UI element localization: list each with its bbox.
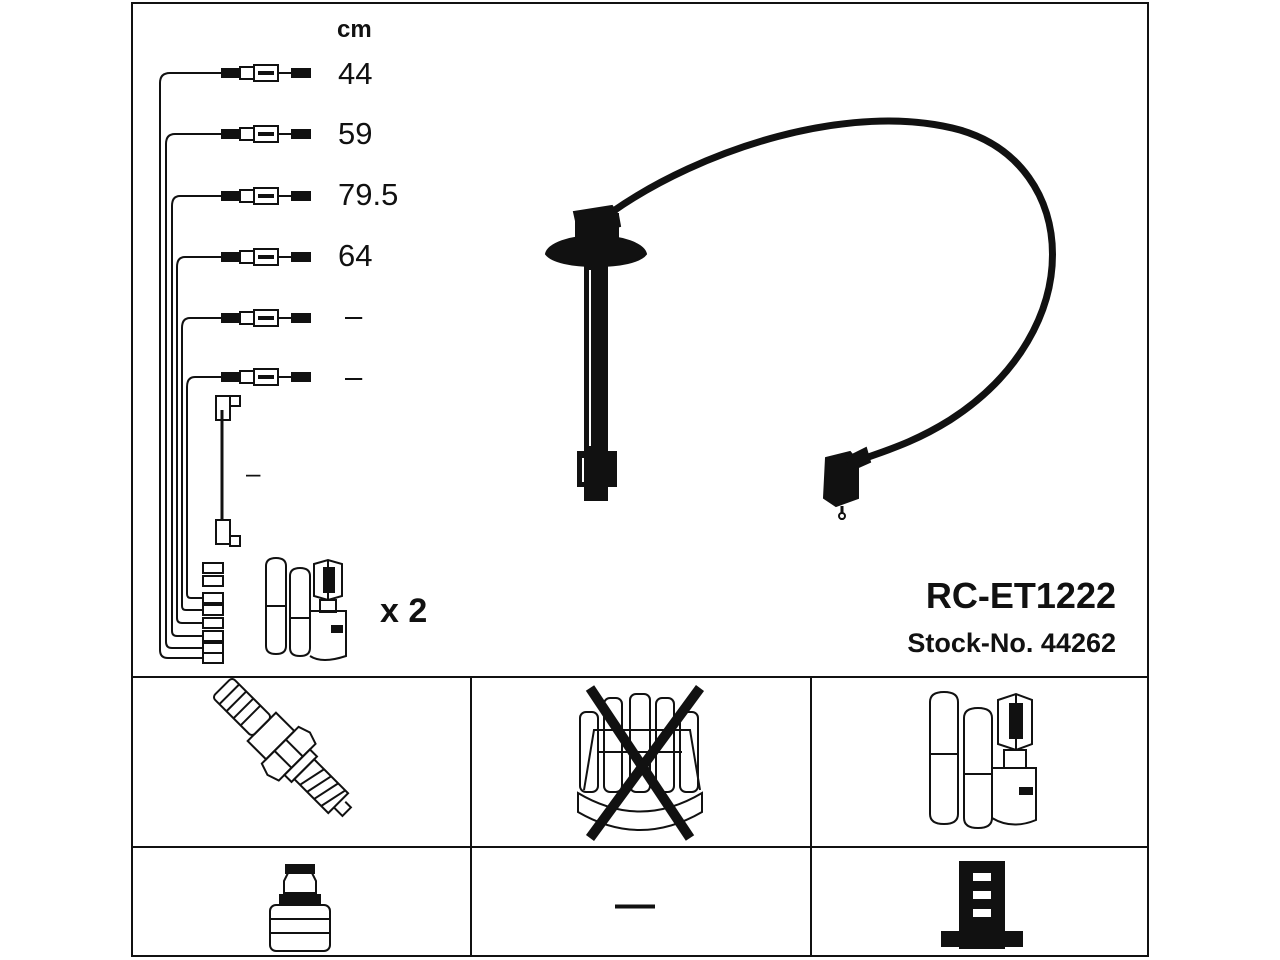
coil-connector-icon (941, 861, 1023, 949)
top-panel-divider (131, 676, 1149, 678)
cable-length-6: – (345, 359, 363, 394)
part-number: RC-ET1222 (925, 575, 1116, 616)
distributor-cap-crossed-icon (577, 685, 705, 841)
ignition-lead-empty-mark: — (615, 882, 655, 926)
coil-terminal-plugs (202, 562, 224, 664)
grid-col-divider-2 (810, 676, 812, 957)
spark-plug-boot-cable (544, 117, 1056, 520)
short-ignition-lead (215, 395, 241, 547)
cable-connectors (221, 64, 311, 386)
length-unit-label: cm (337, 16, 372, 43)
plug-connector-icon (269, 864, 331, 952)
cable-length-5: – (345, 298, 363, 333)
spark-plug-icon (212, 677, 353, 818)
ignition-coil-icon (929, 690, 1037, 830)
grid-row-divider (131, 846, 1149, 848)
grid-col-divider-1 (470, 676, 472, 957)
ignition-lead-length: – (246, 458, 261, 488)
coil-quantity: x 2 (380, 592, 428, 630)
stock-number: Stock-No. 44262 (907, 628, 1116, 658)
cable-length-1: 44 (338, 56, 373, 91)
cable-length-4: 64 (338, 238, 373, 273)
cable-length-2: 59 (338, 116, 373, 151)
cable-routing-lines (159, 72, 224, 659)
cable-length-3: 79.5 (338, 177, 399, 212)
ignition-coil-icon-small (265, 556, 347, 661)
diagram-frame (131, 2, 1149, 957)
